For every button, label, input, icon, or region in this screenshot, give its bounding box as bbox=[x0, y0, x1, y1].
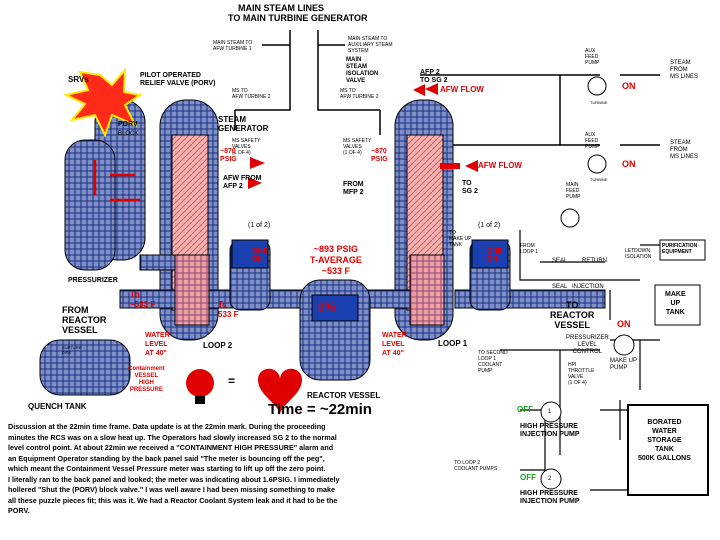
one-of-two-left-label: (1 of 2) bbox=[248, 222, 271, 229]
hpi-pump2-off: OFF bbox=[520, 473, 536, 482]
tc-label: Tc 533 F bbox=[218, 300, 239, 319]
hpi-pump1-label: HIGH PRESSURE INJECTION PUMP bbox=[520, 423, 580, 438]
ms-safety-right-label: MS SAFETY VALVES (1 OF 4) bbox=[343, 138, 372, 156]
main-feed-pump-label: MAIN FEED PUMP bbox=[566, 182, 581, 200]
block-label: BLOCK bbox=[118, 131, 139, 137]
steam-from-ms-top-label: STEAM FROM MS LINES bbox=[670, 60, 699, 80]
from-mfp-label: FROM MFP 2 bbox=[343, 181, 364, 196]
ms-to-afw-left-label: MS TO AFW TURBINE 2 bbox=[232, 88, 271, 100]
loop2-label: LOOP 2 bbox=[203, 341, 233, 350]
equals-sign: = bbox=[228, 374, 236, 388]
main-steam-aux-label: MAIN STEAM TO AUXILIARY STEAM SYSTEM bbox=[348, 36, 393, 54]
psig-tavg-label: ~893 PSIG T-AVERAGE ~533 F bbox=[310, 244, 362, 276]
aux-feed-pump-top-label: AUX FEED PUMP bbox=[585, 48, 600, 66]
srvs-label: SRVs bbox=[68, 75, 89, 84]
reactor-coolant-pumps bbox=[229, 239, 511, 311]
to-main-turbine-title: TO MAIN TURBINE GENERATOR bbox=[228, 13, 368, 23]
zero-percent-label: 0% bbox=[318, 300, 336, 314]
afp2-to-sg2-label: AFP 2 TO SG 2 bbox=[420, 69, 448, 84]
make-up-tank-label: MAKE UP TANK bbox=[665, 291, 686, 316]
to-second-loop-label: TO SECOND LOOP 1 COOLANT PUMP bbox=[478, 350, 508, 374]
afw-flow-bottom-label: AFW FLOW bbox=[478, 161, 522, 170]
th-label: Th ~533 F bbox=[130, 290, 156, 309]
to-sg2-label: TO SG 2 bbox=[462, 180, 478, 195]
pressurizer-label: PRESSURIZER bbox=[68, 277, 118, 284]
hpi-pump2-number: 2 bbox=[548, 476, 552, 482]
turbine-bottom-label: TURBINE bbox=[590, 177, 608, 182]
aux-pump-bottom-on: ON bbox=[622, 159, 636, 169]
quench-tank-label: QUENCH TANK bbox=[28, 402, 87, 411]
seal-return-seal-label: SEAL bbox=[552, 258, 568, 264]
pressurizer-level-control-label: PRESSURIZER LEVEL CONTROL bbox=[566, 335, 609, 355]
description-text: Discussion at the 22min time frame. Data… bbox=[8, 422, 340, 515]
one-on-left-label: ONE ON bbox=[252, 248, 268, 263]
hpi-pump1-number: 1 bbox=[548, 409, 552, 415]
ms-safety-left-label: MS SAFETY VALVES (1 OF 4) bbox=[232, 138, 261, 156]
to-loop2-label: TO LOOP 2 COOLANT PUMPS bbox=[454, 460, 498, 472]
make-up-pump-label: MAKE UP PUMP bbox=[610, 358, 638, 371]
afw-flow-top-label: AFW FLOW bbox=[440, 85, 484, 94]
to-make-up-tank-label: TO MAKE UP TANK bbox=[449, 230, 472, 248]
bulb-shape bbox=[186, 369, 214, 404]
from-reactor-vessel-label: FROM REACTOR VESSEL bbox=[62, 305, 107, 335]
main-steam-afw-turbine-label: MAIN STEAM TO AFW TURBINE 1 bbox=[213, 40, 253, 52]
from-loop1-label: FROM LOOP 1 bbox=[520, 243, 538, 255]
porv-label: PILOT OPERATED RELIEF VALVE (PORV) bbox=[140, 72, 216, 87]
injection-label: INJECTION bbox=[572, 284, 604, 290]
hpi-pump2-label: HIGH PRESSURE INJECTION PUMP bbox=[520, 490, 580, 505]
aux-pump-top-on: ON bbox=[622, 81, 636, 91]
letdown-isolation-label: LETDOWN ISOLATION bbox=[625, 248, 652, 260]
make-up-tank-shape bbox=[654, 284, 701, 326]
heart-shape bbox=[258, 368, 302, 415]
ms-to-afw-right-label: MS TO AFW TURBINE 2 bbox=[340, 88, 379, 100]
steam-generator-label: STEAM GENERATOR bbox=[218, 115, 269, 133]
loop1-label: LOOP 1 bbox=[438, 339, 468, 348]
quench-tank bbox=[39, 339, 131, 396]
to-reactor-vessel-label: TO REACTOR VESSEL bbox=[550, 300, 595, 330]
hpi-throttle-label: HPI THROTTLE VALVE (1 OF 4) bbox=[568, 362, 595, 386]
aux-feed-pump-bottom-label: AUX FEED PUMP bbox=[585, 132, 600, 150]
make-up-pump-on: ON bbox=[617, 319, 631, 329]
rupture-disk-label: RUPTURE DISK bbox=[62, 345, 82, 355]
turbine-top-label: TURBINE bbox=[590, 100, 608, 105]
containment-vessel-label: Containment VESSEL HIGH PRESSURE bbox=[128, 366, 165, 393]
bwst-box bbox=[627, 404, 709, 496]
one-of-two-right-label: (1 of 2) bbox=[478, 222, 501, 229]
pump-circles bbox=[540, 76, 635, 490]
reactor-vessel bbox=[299, 279, 371, 381]
ms-isolation-label: MAIN STEAM ISOLATION VALVE bbox=[346, 57, 379, 84]
time-label: Time = ~22min bbox=[268, 401, 372, 418]
pressurizer bbox=[64, 99, 146, 271]
psig-left-label: ~870 PSIG bbox=[220, 148, 237, 163]
purification-label: PURIFICATION EQUIPMENT bbox=[662, 243, 698, 255]
afw-flow-arrows bbox=[248, 83, 478, 189]
bwst-label: BORATED WATER STORAGE TANK 500K GALLONS bbox=[638, 419, 691, 462]
explosion-star bbox=[62, 67, 143, 138]
hpi-pump1-off: OFF bbox=[517, 405, 533, 414]
reactor-vessel-label: REACTOR VESSEL bbox=[307, 391, 381, 400]
makeup-piping bbox=[500, 230, 660, 491]
purification-box bbox=[659, 239, 706, 261]
main-steam-lines-title: MAIN STEAM LINES bbox=[238, 3, 325, 13]
return-label: RETURN bbox=[582, 258, 607, 264]
main-steam-lines bbox=[234, 30, 660, 146]
steam-from-ms-bottom-label: STEAM FROM MS LINES bbox=[670, 140, 699, 160]
porv-box-label: PORV bbox=[118, 121, 138, 128]
water-level-left-label: WATER LEVEL AT 40" bbox=[145, 332, 170, 357]
one-on-right-label: ONE ON bbox=[487, 248, 503, 263]
afw-from-afp-label: AFW FROM AFP 2 bbox=[223, 175, 262, 190]
psig-right-label: ~870 PSIG bbox=[371, 148, 388, 163]
water-level-right-label: WATER LEVEL AT 40" bbox=[382, 332, 407, 357]
seal-injection-seal-label: SEAL bbox=[552, 284, 568, 290]
